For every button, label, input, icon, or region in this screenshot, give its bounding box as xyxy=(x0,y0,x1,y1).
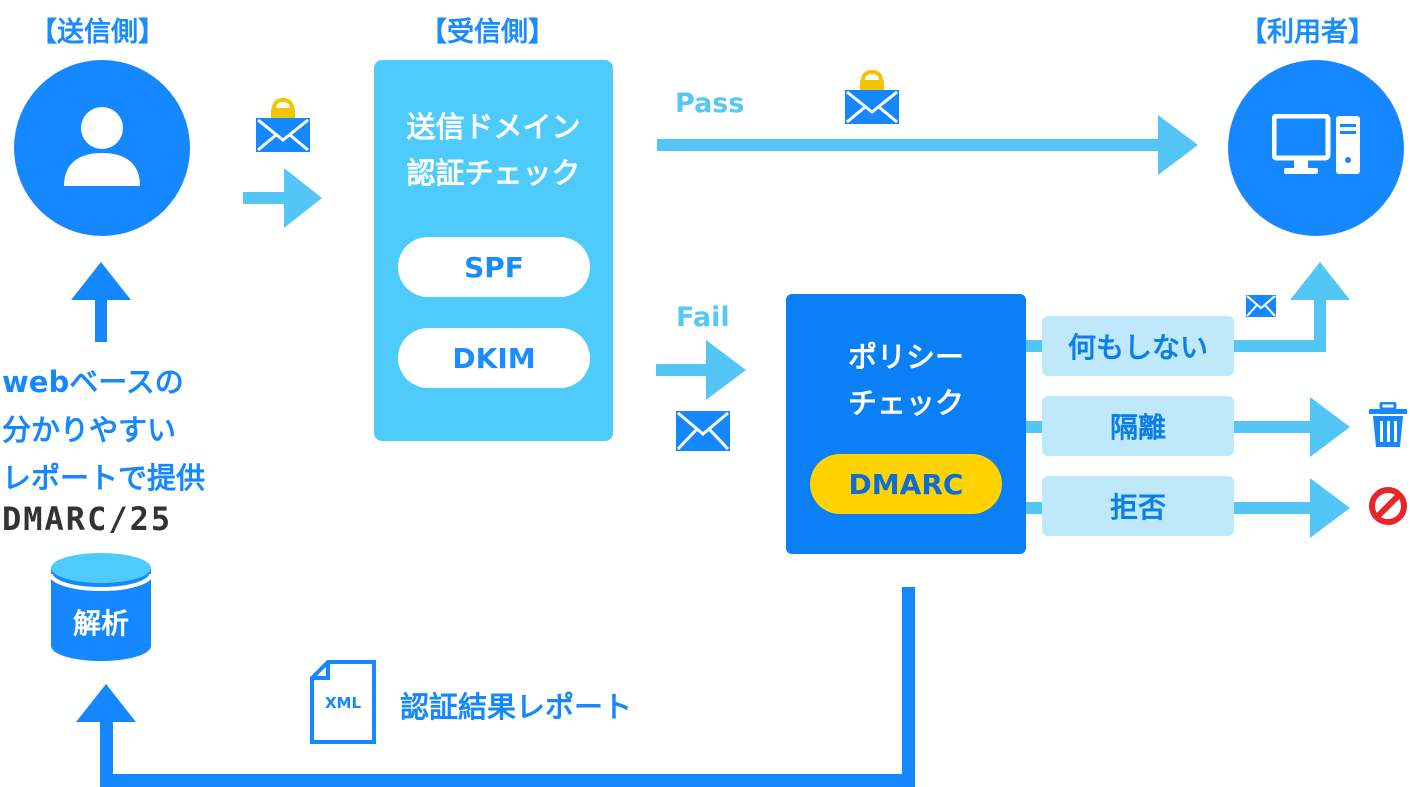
header-user: 【利用者】 xyxy=(1240,17,1375,48)
policy-title-line2: チェック xyxy=(847,386,964,420)
report-path xyxy=(902,587,915,787)
connector xyxy=(1026,340,1044,352)
pass-label: Pass xyxy=(675,88,745,119)
report-service-line2: 分かりやすい xyxy=(2,413,177,447)
action-do-nothing: 何もしない xyxy=(1042,316,1234,376)
database-icon: 解析 xyxy=(50,552,152,662)
envelope-icon xyxy=(1246,295,1276,317)
computer-icon xyxy=(1272,114,1360,174)
policy-title-line1: ポリシー xyxy=(847,340,964,374)
trash-icon xyxy=(1369,402,1407,447)
report-service-line1: webベースの xyxy=(2,365,184,399)
arrow-right-icon xyxy=(284,168,322,228)
fail-arrow-shaft xyxy=(656,364,710,376)
spf-pill: SPF xyxy=(398,237,590,297)
connector xyxy=(1026,502,1044,514)
user-circle xyxy=(1228,60,1404,236)
arrow-shaft xyxy=(95,296,107,342)
dmarc25-logo: DMARC/25 xyxy=(2,500,173,538)
report-path xyxy=(100,774,915,787)
arrow-up-icon xyxy=(1290,262,1350,300)
report-path xyxy=(100,718,113,787)
report-service-text: webベースの 分かりやすい レポートで提供 xyxy=(2,358,205,502)
action-reject: 拒否 xyxy=(1042,476,1234,536)
policy-check-box: ポリシー チェック xyxy=(786,294,1026,554)
report-caption: 認証結果レポート xyxy=(400,690,633,724)
action-quarantine: 隔離 xyxy=(1042,396,1234,456)
xml-file-label: XML xyxy=(324,694,362,712)
xml-file-icon: XML xyxy=(310,660,376,744)
arrow-shaft xyxy=(243,192,288,204)
fail-label: Fail xyxy=(676,302,730,333)
arrow-right-icon xyxy=(1158,115,1198,175)
connector xyxy=(1026,421,1044,433)
sender-circle xyxy=(14,60,190,236)
arrow-right-icon xyxy=(1310,397,1350,457)
reject-arrow-shaft xyxy=(1234,502,1314,514)
no-entry-icon xyxy=(1369,487,1407,525)
deliver-shaft xyxy=(1234,340,1326,352)
person-icon xyxy=(64,107,140,186)
arrow-right-icon xyxy=(1310,478,1350,538)
analysis-label: 解析 xyxy=(72,607,129,640)
deliver-shaft xyxy=(1314,296,1326,352)
report-service-line3: レポートで提供 xyxy=(2,461,206,495)
auth-title-line2: 認証チェック xyxy=(406,156,581,190)
arrow-right-icon xyxy=(706,340,746,400)
locked-envelope-icon xyxy=(845,70,899,124)
envelope-icon xyxy=(676,411,730,451)
quarantine-arrow-shaft xyxy=(1234,421,1314,433)
header-sender: 【送信側】 xyxy=(30,17,165,48)
arrow-up-icon xyxy=(76,684,136,722)
pass-arrow-shaft xyxy=(657,139,1162,151)
locked-envelope-icon xyxy=(256,98,310,152)
dkim-pill: DKIM xyxy=(398,328,590,388)
header-receiver: 【受信側】 xyxy=(420,17,555,48)
auth-title-line1: 送信ドメイン xyxy=(406,110,581,144)
dmarc-badge: DMARC xyxy=(810,454,1002,514)
arrow-up-icon xyxy=(71,262,131,300)
